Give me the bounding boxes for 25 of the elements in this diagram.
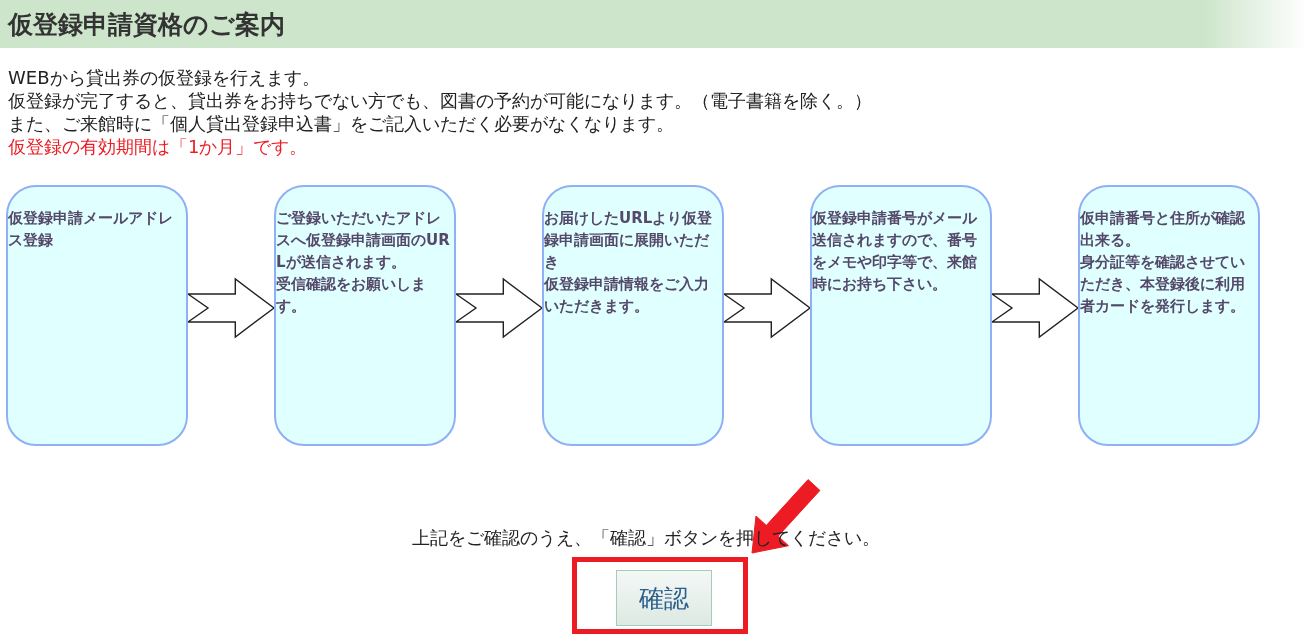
notice-text: 仮登録の有効期間は「1か月」です。: [8, 135, 308, 158]
step-text: 仮登録申請情報をご入力いただきます。: [544, 274, 710, 317]
step-text: お届けしたURLより仮登録申請画面に展開いただき: [544, 208, 714, 273]
step-box: [6, 185, 188, 446]
step-box: [810, 185, 992, 446]
block-arrow: [721, 277, 812, 339]
intro-text: また、ご来館時に「個人貸出登録申込書」をご記入いただく必要がなくなります。: [8, 112, 674, 135]
step-box: [1078, 185, 1260, 446]
step-text: 仮登録申請メールアドレス登録: [8, 208, 174, 251]
intro-text: WEBから貸出券の仮登録を行えます。: [8, 66, 320, 89]
step-box: [542, 185, 724, 446]
block-arrow: [453, 277, 544, 339]
block-arrow: [185, 277, 276, 339]
highlight-frame: [572, 557, 748, 634]
pointer-arrow: [751, 479, 821, 554]
step-text: 受信確認をお願いします。: [276, 274, 427, 317]
step-box: [274, 185, 456, 446]
step-text: 仮申請番号と住所が確認出来る。: [1080, 208, 1246, 251]
step-text: 仮登録申請番号がメール送信されますので、番号をメモや印字等で、来館時にお持ち下さい。: [812, 208, 978, 295]
step-text: 身分証等を確認させていただき、本登録後に利用者カードを発行します。: [1080, 252, 1246, 317]
intro-text: 仮登録が完了すると、貸出券をお持ちでない方でも、図書の予約が可能になります。（電子書籍を除く。）: [8, 89, 872, 112]
step-text: ご登録いただいたアドレスへ仮登録申請画面のURLが送信されます。: [276, 208, 451, 273]
confirm-button: 確認: [616, 570, 712, 626]
page-title: 仮登録申請資格のご案内: [8, 9, 285, 41]
block-arrow: [989, 277, 1080, 339]
